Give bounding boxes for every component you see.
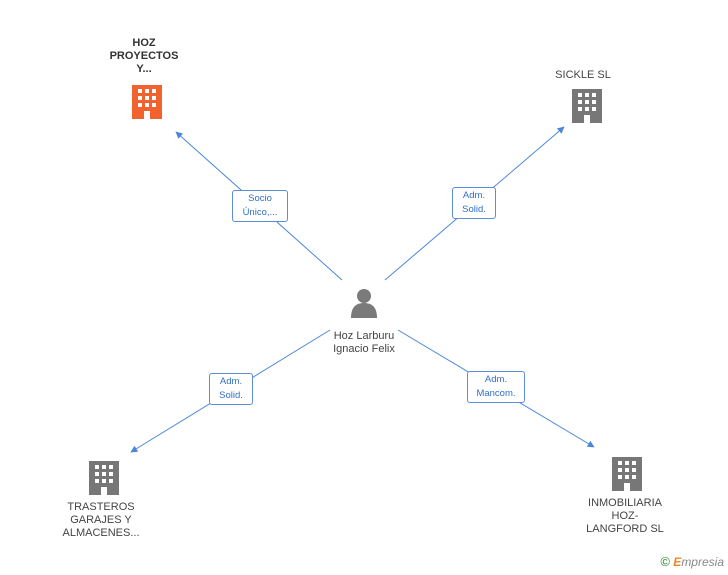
brand-footer: © Empresia [660,554,724,569]
building-icon[interactable] [132,85,162,119]
relation-line: Solid. [462,204,486,215]
company-label-line: SICKLE SL [555,69,611,81]
relation-line: Adm. [462,190,486,201]
company-label-line: GARAJES Y [70,514,132,526]
brand-name: mpresia [681,555,724,569]
relation-badge[interactable]: Socio Único,... [232,190,288,222]
company-label-trasteros[interactable]: TRASTEROS GARAJES Y ALMACENES... [51,501,151,540]
company-label-line: PROYECTOS [109,50,179,62]
company-label-inmobiliaria[interactable]: INMOBILIARIA HOZ- LANGFORD SL [575,497,675,536]
building-icon[interactable] [572,89,602,123]
company-label-line: HOZ [132,37,156,49]
company-label-line: ALMACENES... [62,527,140,539]
relation-line: Socio [248,193,272,204]
company-label-sickle[interactable]: SICKLE SL [533,69,633,82]
building-icon[interactable] [89,461,119,495]
company-label-line: LANGFORD SL [586,523,664,535]
company-label-line: Y... [136,63,152,75]
company-label-line: INMOBILIARIA [588,497,662,509]
person-name-label[interactable]: Hoz Larburu Ignacio Felix [314,330,414,356]
person-name-line: Ignacio Felix [333,343,395,355]
relation-badge[interactable]: Adm. Solid. [209,373,253,405]
brand-initial: E [673,555,682,569]
company-label-line: TRASTEROS [67,501,135,513]
relation-line: Único,... [242,207,278,218]
relation-line: Solid. [219,390,243,401]
relation-line: Adm. [484,374,508,385]
relation-line: Mancom. [476,388,516,399]
company-label-hoz-proyectos[interactable]: HOZ PROYECTOS Y... [94,37,194,76]
relation-badge[interactable]: Adm. Solid. [452,187,496,219]
relation-line: Adm. [219,376,243,387]
person-name-line: Hoz Larburu [333,330,395,342]
building-icon[interactable] [612,457,642,491]
company-label-line: HOZ- [611,510,639,522]
relation-badge[interactable]: Adm. Mancom. [467,371,525,403]
copyright-icon: © [660,554,670,569]
person-icon[interactable] [351,289,377,318]
